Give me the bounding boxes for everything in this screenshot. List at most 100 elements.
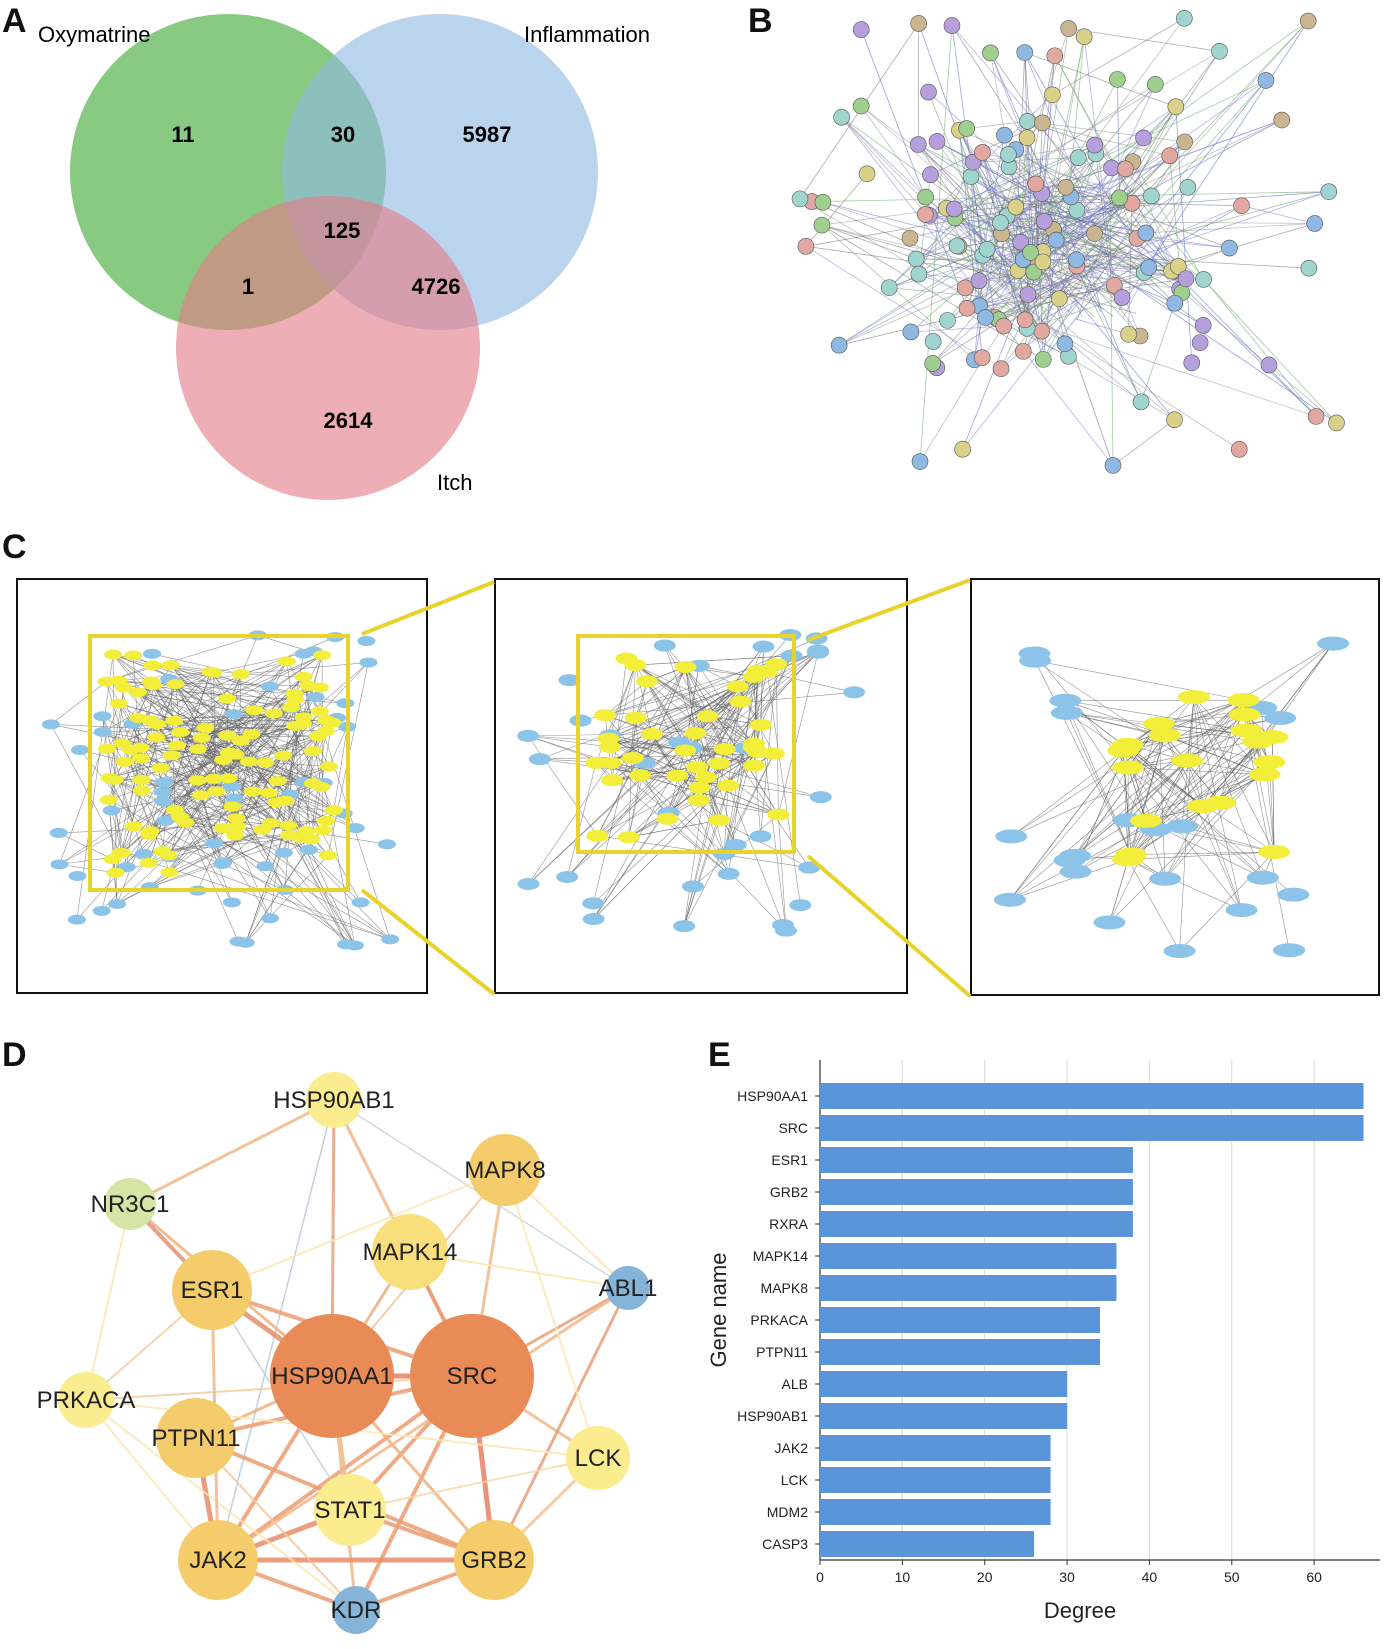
- cy-edge: [635, 665, 653, 734]
- cy-edge: [1075, 736, 1273, 872]
- ppi-node: [1105, 276, 1123, 294]
- cy-node-yellow: [585, 756, 608, 769]
- cy-edge: [1158, 723, 1166, 879]
- cy-node-yellow: [188, 775, 207, 786]
- cy-edge: [333, 726, 348, 811]
- cy-edge: [664, 645, 696, 734]
- ppi-node: [1111, 189, 1128, 207]
- ppi-node: [1183, 354, 1201, 372]
- ppi-edge: [1096, 51, 1220, 216]
- cy-edge: [635, 655, 792, 666]
- cy-edge: [1069, 741, 1259, 861]
- degree-bar-chart: HSP90AA1SRCESR1GRB2RXRAMAPK14MAPK8PRKACA…: [706, 1060, 1380, 1623]
- ppi-node: [1299, 12, 1317, 30]
- core-node-label: MAPK14: [363, 1239, 458, 1266]
- ppi-edge: [978, 280, 1240, 450]
- cy-node-yellow: [239, 756, 258, 767]
- cy-node-yellow: [666, 769, 689, 782]
- cy-node-blue: [156, 815, 175, 826]
- cy-node-yellow: [231, 735, 250, 746]
- cy-node-yellow: [144, 680, 163, 691]
- ppi-node: [1019, 286, 1037, 303]
- cy-node-yellow: [1171, 753, 1204, 768]
- bar-mapk14: [820, 1243, 1117, 1269]
- cy-node-blue: [345, 940, 364, 951]
- ppi-node: [928, 133, 946, 150]
- cy-node-blue: [102, 805, 121, 816]
- cy-node-yellow: [110, 698, 129, 709]
- ppi-node: [1104, 457, 1122, 474]
- cy-node-blue: [377, 839, 396, 850]
- cy-edge: [1069, 714, 1245, 861]
- cy-edge: [626, 658, 754, 748]
- cy-node-blue: [306, 692, 325, 703]
- cy-node-blue: [569, 714, 592, 727]
- cy-node-blue: [1166, 819, 1199, 834]
- cy-edge: [201, 737, 289, 826]
- ppi-edge: [1092, 20, 1309, 259]
- ppi-node: [945, 200, 963, 218]
- cy-edge: [723, 753, 775, 855]
- bar-src: [820, 1115, 1364, 1141]
- cy-node-blue: [108, 898, 127, 909]
- y-tick-label: MAPK8: [761, 1280, 809, 1296]
- cy-node-blue: [205, 838, 224, 849]
- cy-edge: [213, 707, 292, 780]
- bars: HSP90AA1SRCESR1GRB2RXRAMAPK14MAPK8PRKACA…: [737, 1083, 1364, 1557]
- ppi-node: [992, 214, 1009, 232]
- ppi-node: [1007, 198, 1025, 216]
- cy-edge: [593, 670, 758, 920]
- x-tick-label: 0: [816, 1569, 824, 1585]
- core-edge: [492, 1287, 630, 1561]
- ppi-node: [1137, 224, 1155, 242]
- ppi-node: [970, 272, 988, 290]
- cy-edge: [1127, 859, 1242, 911]
- ppi-node: [1075, 28, 1093, 46]
- ppi-node: [1176, 10, 1193, 27]
- cytoscape-frame-core: [970, 578, 1380, 996]
- ppi-nodes: [791, 10, 1345, 474]
- ppi-edge: [947, 280, 980, 321]
- core-node: [156, 1398, 236, 1478]
- cy-node-blue: [582, 913, 605, 926]
- core-node-label: LCK: [575, 1445, 622, 1472]
- cy-node-yellow: [313, 650, 332, 661]
- ppi-node: [978, 240, 996, 258]
- cy-edge: [102, 716, 123, 854]
- ppi-edge: [805, 245, 983, 359]
- cy-edge: [1065, 700, 1132, 855]
- cy-edge: [1131, 851, 1275, 855]
- cy-edge: [685, 666, 779, 815]
- y-tick-label: ALB: [782, 1376, 808, 1392]
- cytoscape-network-full: [41, 630, 400, 951]
- ppi-node: [954, 440, 971, 458]
- cy-node-blue: [261, 913, 280, 924]
- core-node-label: HSP90AA1: [271, 1363, 392, 1390]
- cy-edge: [1164, 761, 1270, 879]
- cy-edge: [170, 665, 176, 810]
- cy-edge: [1011, 735, 1166, 837]
- y-tick-label: MDM2: [767, 1504, 808, 1520]
- cy-node-yellow: [99, 794, 118, 805]
- ppi-edge: [989, 243, 1123, 298]
- ppi-edge: [811, 201, 990, 278]
- cy-edge: [1127, 767, 1242, 911]
- cy-edge: [610, 733, 652, 764]
- ppi-edge: [1109, 188, 1114, 466]
- cy-node-yellow: [586, 829, 609, 842]
- cy-node-blue: [50, 859, 69, 870]
- cy-edge: [1164, 735, 1221, 803]
- ppi-node: [939, 312, 956, 329]
- core-node: [332, 1586, 380, 1634]
- ppi-edge: [917, 144, 1042, 332]
- cy-node-yellow: [317, 815, 336, 826]
- cy-edge: [626, 658, 745, 749]
- connector-line: [361, 580, 495, 636]
- cy-edge: [1066, 712, 1132, 855]
- cy-node-yellow: [742, 759, 765, 772]
- cy-edge: [766, 671, 801, 906]
- cy-node-yellow: [204, 773, 223, 784]
- core-node: [469, 1134, 541, 1206]
- connector-line: [806, 854, 972, 998]
- cy-node-yellow: [621, 752, 644, 765]
